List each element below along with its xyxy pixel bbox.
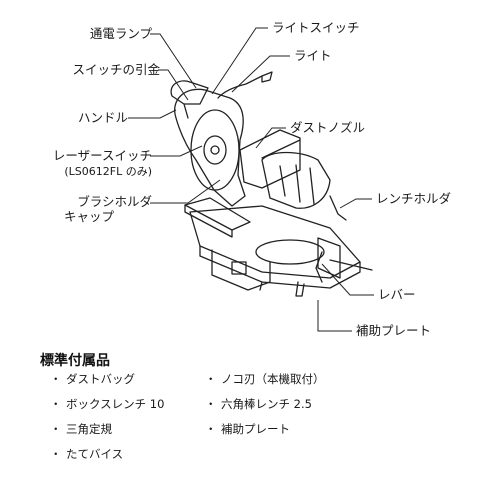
leader-wrench xyxy=(339,198,372,209)
accessory-item: ・ダストバッグ xyxy=(50,372,135,386)
leader-laser xyxy=(150,145,203,157)
accessory-item: ・たてバイス xyxy=(50,447,124,461)
saw-arm xyxy=(174,88,246,207)
label-laser-switch: レーザースイッチ xyxy=(52,148,152,163)
turntable xyxy=(255,239,325,265)
dust-bag xyxy=(261,151,331,209)
leader-aux-plate xyxy=(317,300,352,332)
leader-lamp xyxy=(150,33,197,89)
accessory-item: ・補助プレート xyxy=(205,422,290,436)
label-power-lamp: 通電ランプ xyxy=(89,26,152,41)
label-switch-trigger: スイッチの引金 xyxy=(72,62,160,77)
label-laser-switch-note: (LS0612FL のみ) xyxy=(64,165,152,178)
accessories-title: 標準付属品 xyxy=(40,353,110,369)
label-aux-plate: 補助プレート xyxy=(356,323,432,338)
accessory-item: ・ノコ刃（本機取付） xyxy=(205,372,325,386)
leader-switch-pull xyxy=(158,69,189,101)
saw-base xyxy=(189,205,361,279)
front-foot xyxy=(211,249,271,291)
label-light: ライト xyxy=(294,48,332,63)
label-wrench-holder: レンチホルダ xyxy=(376,191,452,206)
leader-handle xyxy=(128,109,177,119)
leader-dust-nozzle xyxy=(255,127,286,149)
label-dust-nozzle: ダストノズル xyxy=(290,120,366,135)
leader-lever xyxy=(321,263,374,296)
leader-light-switch xyxy=(211,27,268,95)
leader-brush xyxy=(150,179,221,204)
blade-guard xyxy=(190,109,240,191)
left-extension xyxy=(184,197,251,231)
lever-part xyxy=(315,251,323,283)
label-light-switch: ライトスイッチ xyxy=(272,20,360,35)
accessory-item: ・六角棒レンチ 2.5 xyxy=(205,397,312,411)
label-brush-holder-cap: キャップ xyxy=(64,209,115,224)
motor-housing xyxy=(239,129,301,189)
label-handle: ハンドル xyxy=(77,110,128,125)
label-brush-holder: ブラシホルダ xyxy=(77,194,152,209)
accessory-item: ・ボックスレンチ 10 xyxy=(50,397,165,411)
accessory-item: ・三角定規 xyxy=(50,422,112,436)
handle-grip xyxy=(170,80,209,105)
light-arm xyxy=(217,75,263,99)
leader-light xyxy=(231,55,290,93)
label-lever: レバー xyxy=(378,287,416,302)
